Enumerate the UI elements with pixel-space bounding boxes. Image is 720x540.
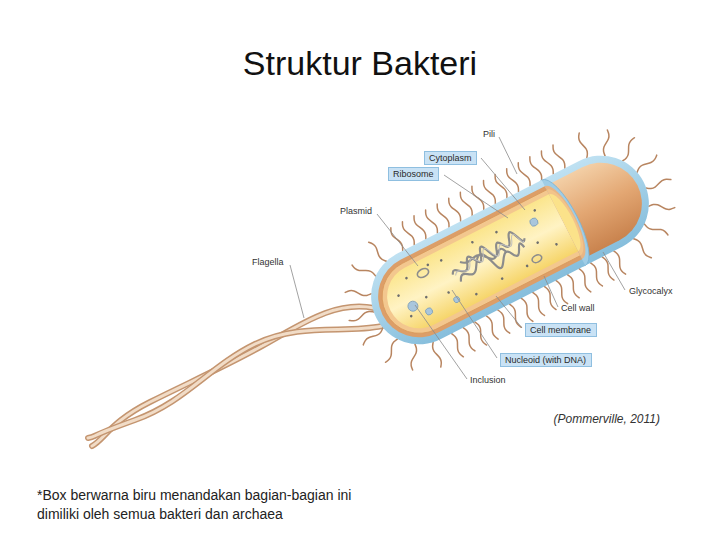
cell-wall-layer bbox=[364, 149, 609, 352]
pilus bbox=[519, 297, 535, 322]
leader-line bbox=[377, 214, 418, 266]
leader-line bbox=[544, 276, 558, 307]
slide-title: Struktur Bakteri bbox=[0, 44, 720, 83]
leader-line bbox=[290, 265, 304, 318]
nucleoid-dna-highlight bbox=[451, 231, 525, 277]
footnote: *Box berwarna biru menandakan bagian-bag… bbox=[37, 486, 382, 524]
inclusion-granule bbox=[529, 217, 540, 228]
pilus bbox=[345, 282, 371, 304]
leader-line bbox=[496, 296, 522, 328]
pilus bbox=[528, 156, 544, 181]
pilus bbox=[554, 280, 570, 305]
leader-lines bbox=[290, 137, 625, 379]
pilus bbox=[634, 236, 652, 262]
part-box: Nucleoid (with DNA) bbox=[500, 353, 592, 367]
pilus bbox=[447, 197, 463, 222]
inclusion-granule bbox=[406, 299, 419, 312]
pilus bbox=[429, 342, 445, 367]
pilus bbox=[369, 239, 387, 265]
part-label: Inclusion bbox=[470, 375, 506, 385]
part-box: Cytoplasm bbox=[424, 151, 477, 165]
part-box: Ribosome bbox=[388, 167, 439, 181]
glycocalyx-layer bbox=[355, 139, 609, 361]
inclusion-granule bbox=[424, 307, 433, 316]
cell-cutaway bbox=[355, 139, 609, 361]
pilus bbox=[646, 176, 671, 191]
part-label: Pili bbox=[483, 129, 495, 139]
pilus bbox=[551, 144, 567, 169]
nucleoid-dna bbox=[447, 227, 531, 288]
source-caption: (Pommerville, 2011) bbox=[460, 413, 660, 427]
part-label: Plasmid bbox=[340, 206, 372, 216]
leader-line bbox=[415, 305, 467, 379]
cytoplasm-area bbox=[376, 161, 609, 340]
pilus bbox=[566, 274, 582, 299]
pilus bbox=[508, 303, 524, 328]
ribosome-dots bbox=[390, 207, 561, 328]
part-label: Cell wall bbox=[561, 303, 595, 313]
pilus bbox=[531, 291, 547, 316]
part-box: Cell membrane bbox=[525, 323, 597, 337]
pilus bbox=[493, 174, 509, 199]
leader-line bbox=[603, 252, 625, 290]
pilus bbox=[435, 203, 451, 228]
pilus bbox=[482, 179, 498, 204]
part-name: Nucleoid (with DNA) bbox=[505, 355, 586, 365]
pilus bbox=[575, 133, 591, 158]
part-name: Ribosome bbox=[393, 169, 434, 179]
pilus bbox=[577, 268, 593, 293]
pilus bbox=[595, 130, 617, 156]
pilus bbox=[616, 138, 642, 161]
pilus bbox=[379, 339, 405, 362]
part-label: Glycocalyx bbox=[629, 286, 673, 296]
pilus bbox=[450, 333, 466, 358]
pilus bbox=[649, 196, 675, 218]
leader-line bbox=[452, 290, 497, 358]
cell-body bbox=[320, 104, 700, 395]
flagella-drawing bbox=[88, 306, 382, 446]
pilus bbox=[461, 327, 477, 352]
cell-membrane-layer bbox=[369, 154, 609, 346]
plasmid-ring bbox=[416, 267, 430, 280]
pilus bbox=[349, 309, 374, 324]
leader-line bbox=[444, 175, 508, 218]
pilus bbox=[516, 162, 532, 187]
part-name: Cell membrane bbox=[530, 325, 591, 335]
pilus bbox=[352, 258, 376, 284]
flagellum bbox=[88, 326, 382, 438]
part-label: Flagella bbox=[252, 257, 284, 267]
pilus bbox=[634, 155, 659, 172]
pilus bbox=[600, 256, 616, 281]
plasmid-ring bbox=[531, 253, 543, 264]
pilus bbox=[484, 315, 500, 340]
pilus bbox=[401, 221, 417, 246]
leader-line bbox=[499, 137, 517, 174]
pilus bbox=[424, 209, 440, 234]
pilus bbox=[458, 191, 474, 216]
leader-line bbox=[481, 158, 525, 210]
pilus bbox=[540, 150, 556, 175]
pilus bbox=[589, 262, 605, 287]
part-name: Cytoplasm bbox=[429, 153, 472, 163]
pili-group bbox=[320, 104, 700, 395]
pilus bbox=[360, 328, 385, 345]
cell-exterior bbox=[518, 139, 665, 312]
glycocalyx-layer bbox=[518, 139, 665, 312]
pilus bbox=[644, 217, 668, 243]
pilus bbox=[412, 215, 428, 240]
pilus bbox=[403, 344, 425, 370]
flagellum-core bbox=[88, 326, 382, 438]
